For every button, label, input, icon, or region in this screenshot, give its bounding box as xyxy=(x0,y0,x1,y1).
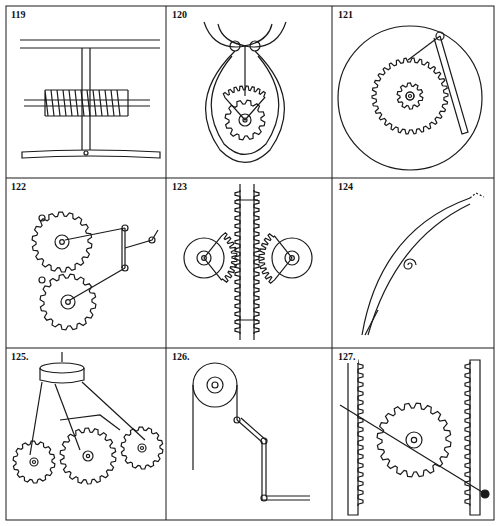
gear-axle xyxy=(66,300,71,305)
gear xyxy=(40,274,96,330)
gear-link-train xyxy=(39,215,158,300)
suspended-gear-train xyxy=(30,352,145,455)
gear-teeth xyxy=(13,58,470,506)
gear-hub xyxy=(406,92,414,100)
gear xyxy=(223,86,265,120)
rack-teeth xyxy=(358,362,363,506)
rack-teeth xyxy=(465,362,470,506)
gear-axle xyxy=(409,95,412,98)
gear xyxy=(372,58,448,134)
tongs-mechanism xyxy=(204,22,286,163)
gear-hub xyxy=(197,251,211,265)
rack-teeth xyxy=(254,190,259,334)
figure-number: 126. xyxy=(170,351,192,363)
gear-hub xyxy=(61,295,75,309)
gear-hub xyxy=(30,458,38,466)
gear-axle xyxy=(141,447,144,450)
sector-web xyxy=(184,238,224,278)
gear xyxy=(377,403,451,477)
bevel-pinion-frame xyxy=(20,40,160,158)
gear-between-racks xyxy=(340,360,489,515)
gear-axle xyxy=(86,454,89,457)
figure-number: 123 xyxy=(170,181,189,193)
gear-hub xyxy=(285,251,299,265)
double-rack-sectors xyxy=(236,184,258,340)
pulley-crank xyxy=(193,363,310,501)
gear-axle xyxy=(202,256,207,261)
gear-hub xyxy=(55,235,69,249)
pinion-edge xyxy=(45,90,128,116)
figure-number: 119 xyxy=(9,9,27,21)
gear-axle xyxy=(290,256,295,261)
sector-web xyxy=(272,238,312,278)
gear-hub xyxy=(406,432,422,448)
figure-number: 122 xyxy=(9,181,28,193)
gear xyxy=(259,234,292,283)
figure-number: 121 xyxy=(336,9,355,21)
gear xyxy=(397,83,423,109)
internal-gear-disc xyxy=(338,26,482,170)
gear-axle xyxy=(33,461,36,464)
gear xyxy=(60,428,116,484)
bow-spring xyxy=(362,193,484,335)
gear-axle xyxy=(60,240,65,245)
figure-number: 120 xyxy=(170,9,189,21)
gear xyxy=(13,441,55,483)
gear xyxy=(204,233,237,282)
figure-number: 125. xyxy=(9,351,31,363)
gear-hub xyxy=(83,451,93,461)
gear-hub xyxy=(138,444,146,452)
figure-number: 124 xyxy=(336,181,355,193)
figure-number: 127. xyxy=(336,351,358,363)
gear xyxy=(32,212,92,272)
panel-grid xyxy=(6,6,494,520)
gear-axle xyxy=(411,437,416,442)
gear xyxy=(121,427,163,469)
